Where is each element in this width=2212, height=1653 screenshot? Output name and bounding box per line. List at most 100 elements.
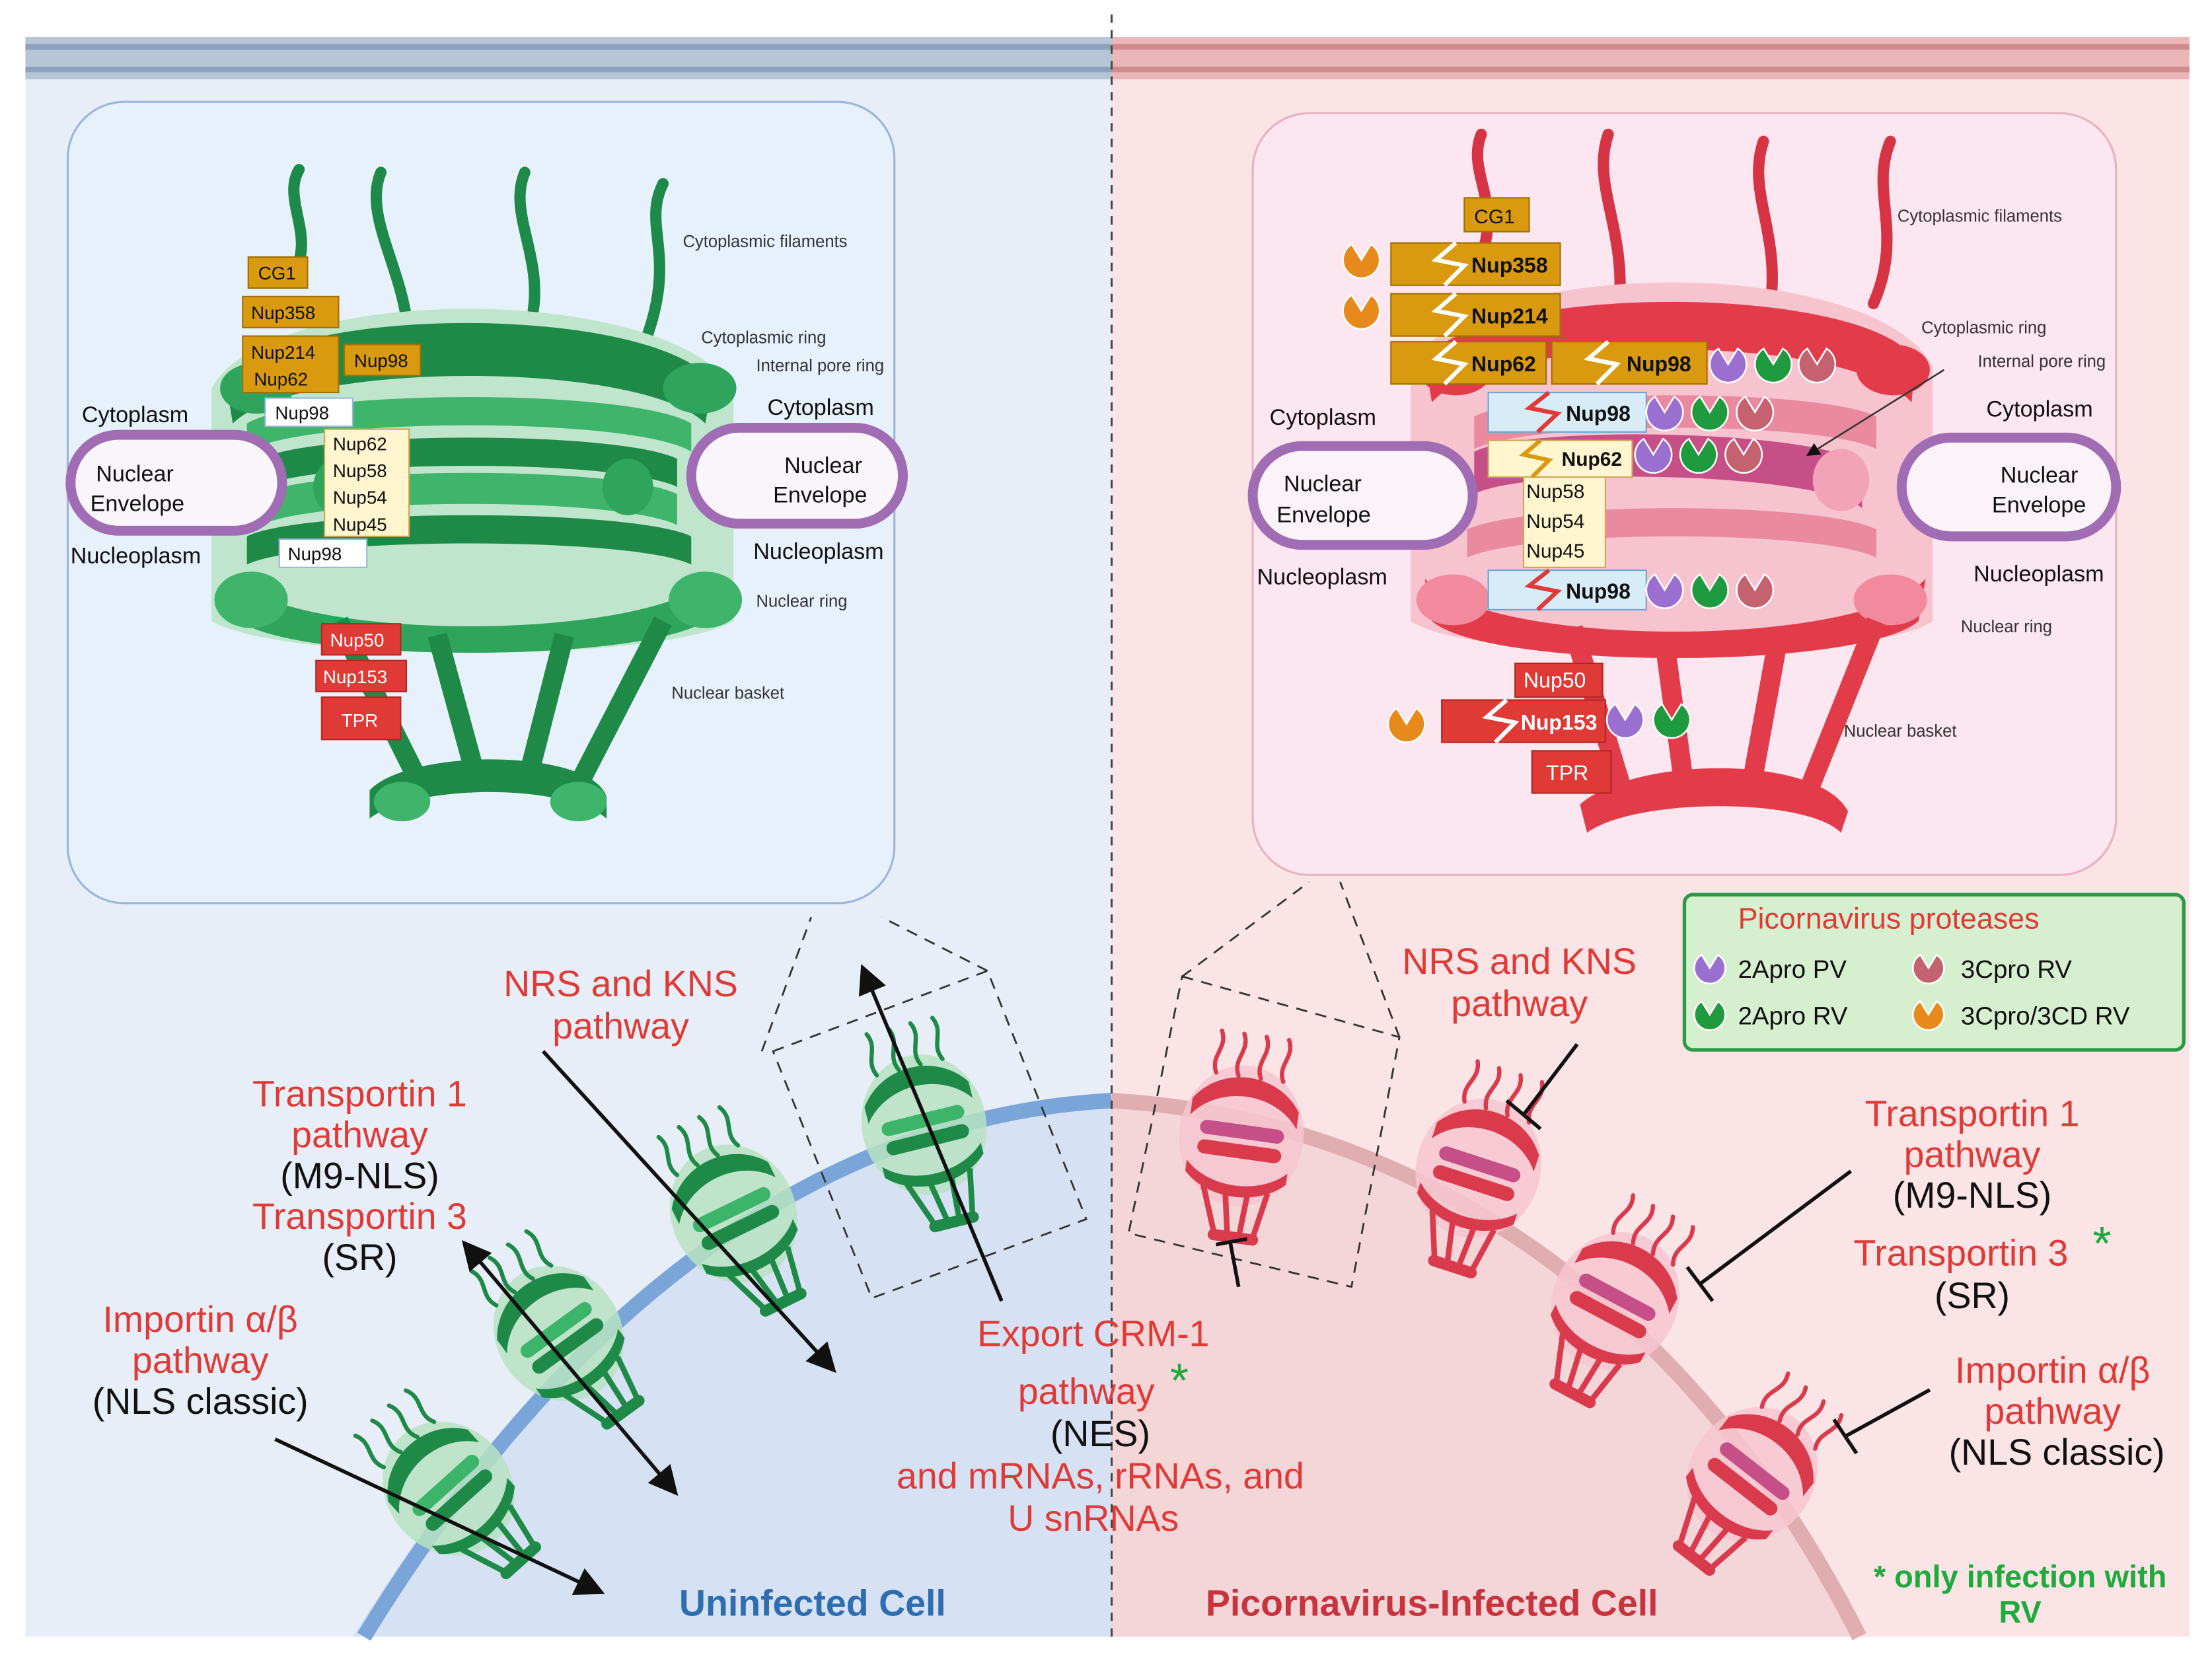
nucleoplasm-label: Nucleoplasm: [753, 539, 883, 564]
3cpro-3cd-rv-icon: [1387, 707, 1426, 743]
membrane-band-right: [1111, 36, 2190, 80]
nup98-label: Nup98: [1627, 352, 1691, 376]
nup153-label: Nup153: [1521, 710, 1598, 734]
footnote-line1: * only infection with: [1874, 1559, 2167, 1594]
crm1-subtitle: pathway: [1018, 1371, 1155, 1412]
infected-cell-label: Picornavirus-Infected Cell: [1206, 1582, 1658, 1623]
transportin1-subtitle: pathway: [291, 1114, 428, 1155]
transportin1-signal: (M9-NLS): [280, 1155, 439, 1196]
uninfected-pathways: NRS and KNS pathway Transportin 1 pathwa…: [92, 963, 1304, 1623]
transportin1-title: Transportin 1: [1865, 1093, 2080, 1134]
cytoplasm-label: Cytoplasm: [768, 395, 874, 420]
2apro-rv-icon: [1690, 573, 1729, 609]
nup358-label: Nup358: [251, 303, 315, 323]
3cpro-rv-icon: [1798, 347, 1837, 384]
nuclear-envelope-label: Envelope: [773, 483, 867, 508]
crm1-title: Export CRM-1: [977, 1313, 1210, 1354]
nup98-label: Nup98: [1566, 402, 1631, 425]
transportin3-star: *: [2092, 1217, 2111, 1270]
crm1-star: *: [1170, 1354, 1189, 1407]
transport-arrows: [274, 964, 1004, 1595]
panel-proteases: [1342, 242, 1837, 743]
legend-title: Picornavirus proteases: [1738, 901, 2040, 935]
crm1-signal: (NES): [1051, 1413, 1150, 1454]
nup58-label: Nup58: [333, 460, 387, 481]
nucleoplasm-label: Nucleoplasm: [1257, 564, 1387, 589]
zoom-guide-right: [1127, 881, 1401, 1288]
footnote-line2: RV: [1999, 1594, 2041, 1629]
nuclear-envelope-label: Envelope: [1276, 502, 1370, 527]
nuclear-envelope-label: Nuclear: [2001, 463, 2079, 488]
right-detail-panel: CG1 Nup358 Nup214 Nup62 Nup98 Nup98 Nup6…: [1247, 112, 2121, 876]
crm1-cargo-line1: and mRNAs, rRNAs, and: [897, 1455, 1304, 1496]
3cpro-rv-icon: [1724, 437, 1763, 474]
nrs-kns-pathway-subtitle: pathway: [1451, 983, 1588, 1024]
transportin-arrow: [461, 1239, 679, 1496]
legend-icons: [1693, 953, 1945, 1031]
2apro-pv-icon: [1645, 573, 1684, 609]
mini-pores: [353, 1015, 1844, 1580]
transportin1-title: Transportin 1: [252, 1073, 467, 1114]
2apro-rv-icon: [1652, 702, 1691, 739]
2apro-pv-icon: [1605, 702, 1644, 739]
mini-nuclear-pore-red: [1179, 1028, 1304, 1246]
3cpro-rv-icon: [1736, 573, 1775, 609]
nucleoplasm-label: Nucleoplasm: [1973, 562, 2104, 587]
2apro-pv-icon: [1709, 347, 1748, 384]
nup358-label: Nup358: [1471, 254, 1548, 277]
mini-nuclear-pore-green: [656, 1105, 807, 1317]
nup45-label: Nup45: [333, 514, 387, 534]
membrane-band-left: [25, 36, 1112, 80]
nuclear-envelope-label: Envelope: [91, 491, 184, 516]
nuclear-envelope-label: Nuclear: [784, 453, 862, 478]
legend-3cpro-3cd-rv-label: 3Cpro/3CD RV: [1961, 1002, 2130, 1031]
2apro-pv-icon: [1645, 395, 1684, 431]
annot-cytoplasmic-filaments: Cytoplasmic filaments: [682, 233, 847, 251]
nup62-label: Nup62: [254, 369, 308, 389]
annot-cytoplasmic-ring: Cytoplasmic ring: [1921, 318, 2046, 337]
nup153-label: Nup153: [323, 667, 387, 687]
nup-cg1-label: CG1: [258, 263, 296, 283]
nuclear-envelope-label: Nuclear: [96, 462, 174, 487]
nup98-label: Nup98: [354, 351, 408, 371]
transportin1-signal: (M9-NLS): [1893, 1175, 2052, 1216]
nucleus-right: [1111, 1097, 1862, 1637]
mini-nuclear-pore-red: [1549, 1193, 1695, 1409]
nup62-label: Nup62: [1562, 449, 1622, 470]
tpr-label: TPR: [1546, 761, 1588, 785]
nup214-label: Nup214: [251, 342, 315, 363]
3cpro-rv-icon: [1912, 953, 1945, 984]
nrs-kns-pathway-title: NRS and KNS: [503, 963, 738, 1004]
crm1-cargo-line2: U snRNAs: [1008, 1498, 1179, 1539]
infected-pathways: NRS and KNS pathway Transportin 1 pathwa…: [1206, 941, 2167, 1629]
2apro-rv-icon: [1690, 395, 1729, 431]
left-detail-panel: CG1 Nup358 Nup214 Nup62 Nup98 Nup98 Nup6…: [65, 100, 908, 904]
nup50-label: Nup50: [1524, 668, 1586, 692]
tpr-label: TPR: [342, 710, 379, 731]
nuclear-envelope-label: Envelope: [1992, 493, 2086, 518]
nucleus-left: [352, 1097, 1112, 1637]
2apro-rv-icon: [1679, 437, 1718, 474]
importin-signal: (NLS classic): [1949, 1432, 2165, 1473]
annot-internal-pore-ring: Internal pore ring: [756, 357, 884, 375]
nup-cg1-label: CG1: [1474, 206, 1514, 228]
nup98-label: Nup98: [1566, 579, 1631, 603]
2apro-pv-icon: [1634, 437, 1673, 474]
nucleoplasm-label: Nucleoplasm: [71, 543, 201, 568]
3cpro-3cd-rv-icon: [1342, 293, 1381, 330]
inhibition-markers: [1216, 1043, 1931, 1455]
3cpro-rv-icon: [1736, 395, 1775, 431]
legend-2apro-rv-label: 2Apro RV: [1738, 1002, 1848, 1031]
3cpro-3cd-rv-icon: [1912, 1000, 1945, 1031]
nup62-label: Nup62: [1471, 352, 1536, 376]
nrs-kns-arrow: [542, 1050, 836, 1374]
importin-arrow: [274, 1437, 605, 1595]
transportin3-signal: (SR): [322, 1237, 397, 1278]
nup50-label: Nup50: [330, 630, 385, 650]
importin-subtitle: pathway: [132, 1340, 269, 1381]
2apro-rv-icon: [1693, 1000, 1726, 1031]
cytoplasm-label: Cytoplasm: [1270, 405, 1376, 430]
transportin1-subtitle: pathway: [1904, 1134, 2041, 1175]
